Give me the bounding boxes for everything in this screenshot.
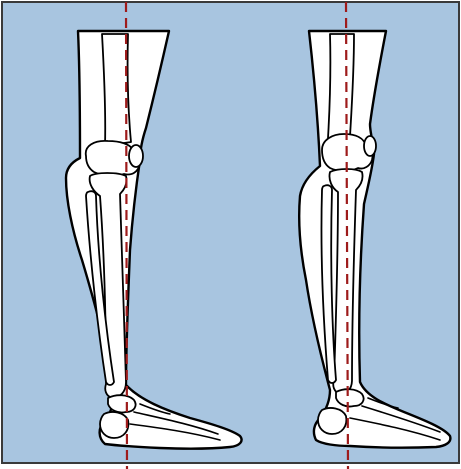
right-femur <box>328 34 354 138</box>
left-calcaneus <box>100 412 128 438</box>
right-patella <box>364 136 376 156</box>
right-talus <box>336 389 364 406</box>
diagram-background <box>2 2 459 463</box>
left-talus <box>108 395 136 412</box>
left-patella <box>129 145 143 167</box>
right-calcaneus <box>318 408 346 434</box>
